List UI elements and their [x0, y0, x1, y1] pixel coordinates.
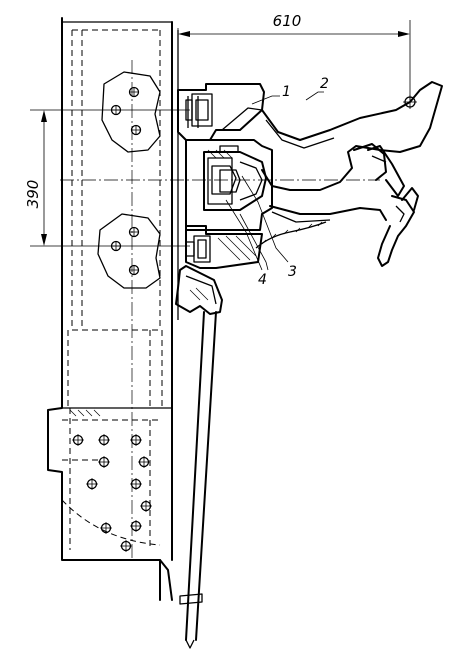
lower-bolt-plate — [97, 213, 161, 289]
dimension-610: 610 — [177, 12, 411, 100]
callout-3: 3 — [288, 264, 297, 280]
release-rod — [179, 311, 217, 649]
coupling-head — [203, 145, 267, 211]
dim-610-label: 610 — [273, 12, 302, 30]
upper-bolt-plate — [101, 71, 161, 153]
chain — [255, 221, 327, 249]
uncoupling-lever — [261, 81, 443, 267]
frame-tie — [159, 559, 173, 601]
callout-1: 1 — [282, 84, 291, 100]
callout-4: 4 — [258, 272, 267, 288]
dimension-390: 390 — [24, 110, 47, 246]
vehicle-frame — [47, 17, 179, 601]
callout-2: 2 — [320, 76, 329, 92]
coupler-mount-body — [177, 83, 273, 269]
rivet-pattern — [72, 434, 152, 552]
release-rod-bracket — [175, 265, 223, 315]
dim-390-label: 390 — [24, 180, 42, 209]
leader-lines — [225, 91, 324, 271]
